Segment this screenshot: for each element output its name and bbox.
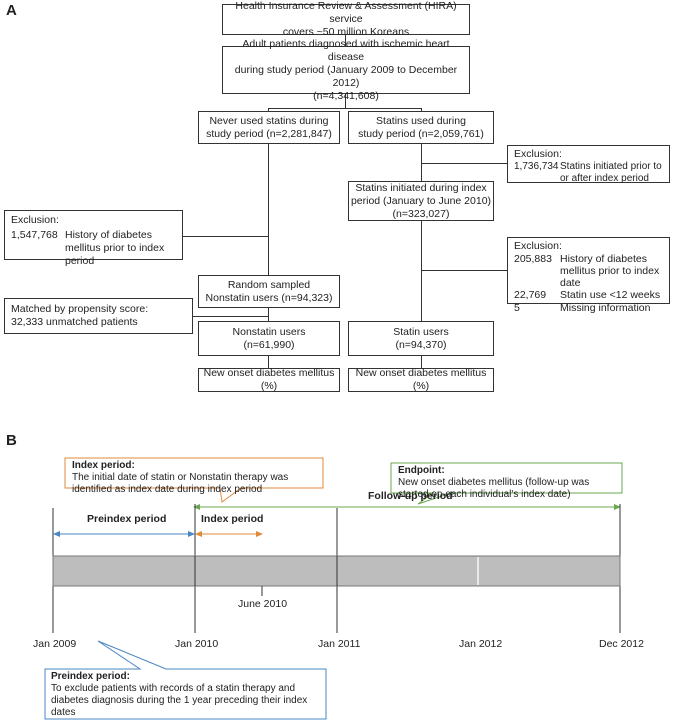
exclusion-text: History of diabetes mellitus prior to in… (65, 229, 165, 267)
statins-initiated-box: Statins initiated during index period (J… (348, 181, 494, 221)
tick-label: Jan 2011 (318, 638, 361, 650)
tick-label: Dec 2012 (599, 638, 644, 650)
initiated-line: Statins initiated during index (355, 181, 487, 194)
never-line: Never used statins during (209, 114, 329, 127)
exclusion-count: 1,736,734 (514, 161, 559, 172)
tick-label: Jan 2010 (175, 638, 219, 650)
exclusion-text: Statin use <12 weeks (560, 289, 661, 301)
random-line: Nonstatin users (n=94,323) (205, 291, 333, 304)
connector (268, 308, 269, 321)
index-label: Index period (201, 513, 264, 525)
connector (268, 108, 422, 109)
adult-line: during study period (January 2009 to Dec… (234, 63, 458, 89)
followup-arrowhead-left (193, 504, 200, 510)
preindex-callout-text: To exclude patients with records of a st… (51, 683, 308, 718)
preindex-arrowhead-left (53, 531, 60, 537)
endpoint-callout-title: Endpoint: (398, 465, 445, 476)
onset-left-box: New onset diabetes mellitus (%) (198, 367, 340, 392)
exclusion-count: 205,883 (514, 253, 552, 265)
exclusion-title: Exclusion: (11, 214, 59, 226)
preindex-callout: Preindex period: To exclude patients wit… (51, 671, 323, 719)
exclusion-title: Exclusion: (514, 240, 562, 252)
index-arrowhead-left (195, 531, 202, 537)
initiated-line: (n=323,027) (392, 207, 450, 220)
never-statin-box: Never used statins during study period (… (198, 111, 340, 144)
preindex-callout-shape (44, 640, 327, 720)
exclusion-text: Statins initiated prior to or after inde… (560, 161, 662, 184)
hira-line: covers ~50 million Koreans (282, 26, 410, 38)
panel-b-label: B (6, 432, 17, 449)
exclusion-box-left: Exclusion: 1,547,768 History of diabetes… (4, 210, 183, 267)
adult-line: (n=4,341,608) (313, 89, 379, 102)
nonstatin-line: Nonstatin users (232, 325, 306, 338)
hira-box: Health Insurance Review & Assessment (HI… (222, 0, 470, 38)
connector (268, 144, 269, 275)
connector (421, 163, 507, 164)
adult-line: Adult patients diagnosed with ischemic h… (242, 37, 450, 63)
statin-used-box: Statins used during study period (n=2,05… (348, 111, 494, 144)
endpoint-callout-text: New onset diabetes mellitus (follow-up w… (398, 477, 590, 500)
statin-line: Statin users (393, 325, 449, 338)
followup-arrowhead-right (614, 504, 621, 510)
exclusion-box-right-1: Exclusion: 1,736,734 Statins initiated p… (507, 145, 670, 184)
index-arrowhead-right (256, 531, 263, 537)
preindex-label: Preindex period (87, 513, 167, 525)
connector (345, 94, 346, 108)
index-callout-title: Index period: (72, 460, 135, 471)
connector (421, 221, 422, 321)
used-line: Statins used during (376, 114, 466, 127)
matched-title: Matched by propensity score: (11, 303, 149, 315)
random-line: Random sampled (227, 278, 311, 291)
onset-right-box: New onset diabetes mellitus (%) (348, 367, 494, 392)
connector (183, 236, 269, 237)
connector (421, 356, 422, 368)
connector (421, 108, 422, 111)
connector (345, 35, 346, 46)
initiated-line: period (January to June 2010) (350, 194, 492, 207)
connector (268, 356, 269, 368)
index-callout: Index period: The initial date of statin… (72, 460, 320, 496)
exclusion-count: 5 (514, 302, 520, 314)
endpoint-callout-shape (390, 462, 623, 505)
matched-text: 32,333 unmatched patients (11, 316, 138, 328)
endpoint-callout: Endpoint: New onset diabetes mellitus (f… (398, 465, 620, 501)
connector (421, 270, 507, 271)
statin-line: (n=94,370) (395, 338, 447, 351)
preindex-arrowhead-right (188, 531, 195, 537)
exclusion-count: 22,769 (514, 289, 547, 301)
used-line: study period (n=2,059,761) (358, 127, 484, 140)
statin-users-box: Statin users (n=94,370) (348, 321, 494, 356)
connector (193, 316, 269, 317)
june-label: June 2010 (238, 598, 288, 610)
panel-a-label: A (6, 2, 17, 19)
nonstatin-line: (n=61,990) (243, 338, 295, 351)
random-sampled-box: Random sampled Nonstatin users (n=94,323… (198, 275, 340, 308)
index-callout-shape (64, 457, 324, 503)
exclusion-title: Exclusion: (514, 148, 562, 160)
onset-text: New onset diabetes mellitus (%) (355, 367, 487, 392)
connector (421, 144, 422, 181)
matched-box: Matched by propensity score: 32,333 unma… (4, 298, 193, 334)
adult-box: Adult patients diagnosed with ischemic h… (222, 38, 470, 102)
tick-label: Jan 2009 (33, 638, 77, 650)
exclusion-text: History of diabetes mellitus prior to in… (560, 253, 660, 289)
followup-label: Follow-up period (368, 490, 453, 502)
exclusion-text: Missing information (560, 302, 651, 314)
never-line: study period (n=2,281,847) (206, 127, 332, 140)
exclusion-count: 1,547,768 (11, 229, 58, 241)
hira-line: Health Insurance Review & Assessment (HI… (235, 0, 457, 25)
tick-label: Jan 2012 (459, 638, 503, 650)
onset-text: New onset diabetes mellitus (%) (203, 367, 335, 392)
connector (268, 108, 269, 111)
index-callout-text: The initial date of statin or Nonstatin … (72, 472, 289, 495)
preindex-callout-title: Preindex period: (51, 671, 130, 682)
nonstatin-users-box: Nonstatin users (n=61,990) (198, 321, 340, 356)
exclusion-box-right-2: Exclusion: 205,883 History of diabetes m… (507, 237, 670, 314)
